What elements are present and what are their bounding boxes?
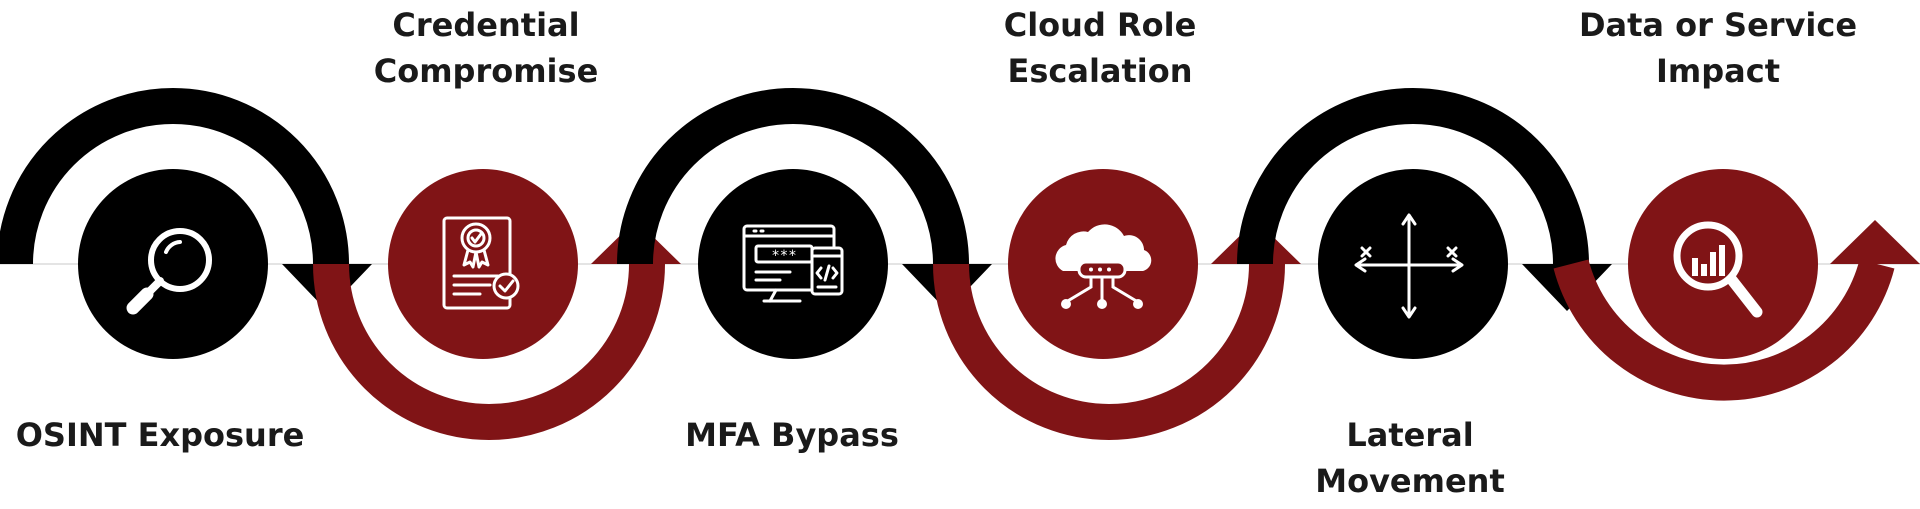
step-title-line: Compromise — [373, 52, 599, 90]
step-title-line: Movement — [1315, 462, 1505, 500]
step-label-5: Lateral Movement — [1230, 412, 1590, 504]
analytics-search-icon — [1673, 221, 1763, 318]
magnifier-icon — [126, 228, 212, 315]
step-title-line: Escalation — [1007, 52, 1193, 90]
cloud-network-icon — [1055, 224, 1152, 309]
step-title-line: MFA Bypass — [685, 416, 899, 454]
step-title-line: Data or Service — [1578, 6, 1858, 44]
step-label-6: Data or Service Impact — [1538, 2, 1898, 94]
code-screen-icon: *** — [742, 224, 844, 303]
step-title-line: Lateral — [1346, 416, 1474, 454]
step-title-line: OSINT Exposure — [15, 416, 305, 454]
step-label-1: OSINT Exposure — [0, 412, 340, 458]
certificate-icon — [442, 216, 520, 310]
step-label-3: MFA Bypass — [612, 412, 972, 458]
bottom-arc-3 — [1553, 220, 1920, 401]
step-title-line: Impact — [1655, 52, 1780, 90]
step-circle-1 — [78, 169, 268, 359]
step-title-line: Cloud Role — [1003, 6, 1197, 44]
step-label-2: Credential Compromise — [306, 2, 666, 94]
step-label-4: Cloud Role Escalation — [920, 2, 1280, 94]
step-circle-3 — [698, 169, 888, 359]
cross-arrows-icon — [1354, 213, 1464, 319]
step-title-line: Credential — [392, 6, 580, 44]
svg-text:***: *** — [771, 248, 796, 264]
